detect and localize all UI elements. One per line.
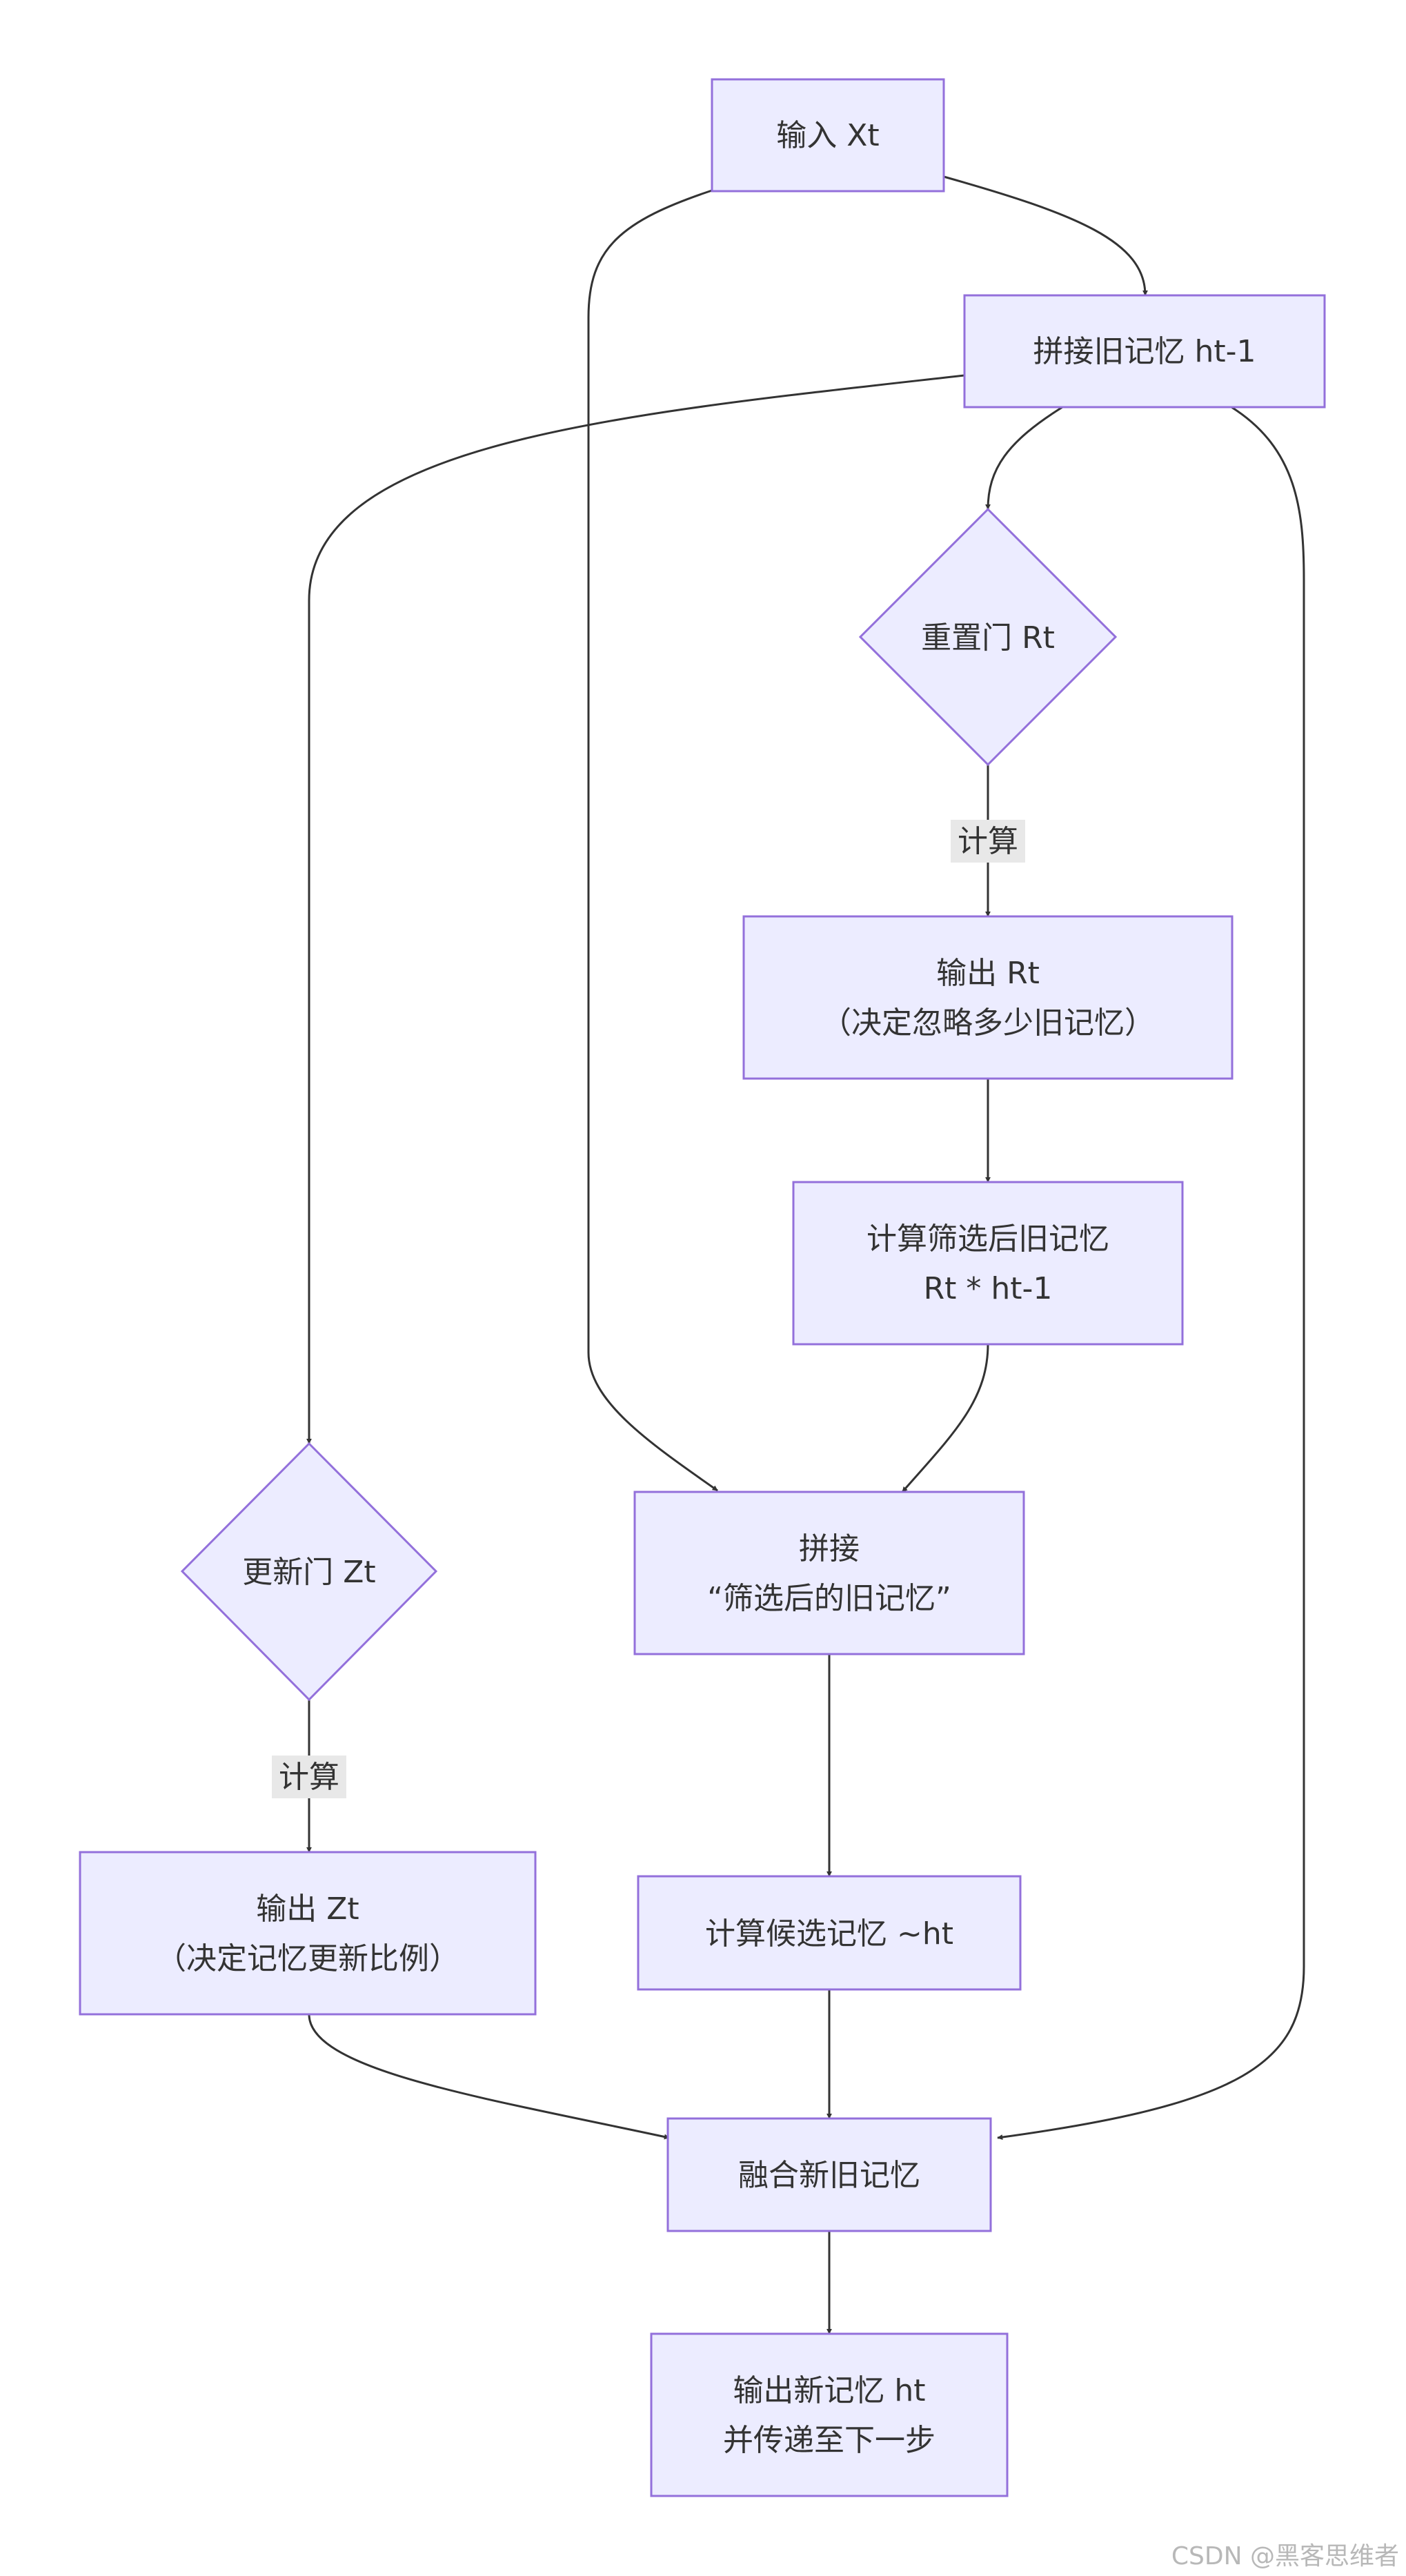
node-label: 并传递至下一步 (723, 2423, 935, 2458)
node-update-gate (180, 1442, 438, 1702)
node-candidate-memory (637, 1875, 1022, 1991)
node-concat-old-memory (963, 294, 1326, 409)
node-label: 重置门 Rt (921, 620, 1055, 656)
node-output-rt (742, 915, 1234, 1080)
edge-filtered-to-concat-filtered (901, 1344, 989, 1493)
node-label: 输入 Xt (776, 118, 879, 153)
edge-concat-old-to-reset-gate (985, 406, 1063, 510)
node-output-ht (650, 2332, 1009, 2497)
node-fuse-memory (666, 2117, 992, 2232)
node-filtered-memory (792, 1181, 1184, 1346)
node-label: Rt * ht-1 (924, 1271, 1053, 1306)
node-label: 计算筛选后旧记忆 (867, 1221, 1109, 1257)
watermark: CSDN @黑客思维者 (1171, 2542, 1399, 2570)
node-label: 拼接旧记忆 ht-1 (1033, 334, 1256, 369)
node-label: 融合新旧记忆 (738, 2158, 920, 2193)
node-concat-filtered (633, 1491, 1025, 1655)
node-label: 更新门 Zt (242, 1555, 375, 1590)
edge-concat-old-to-update-gate (306, 374, 965, 1444)
node-label: 输出新记忆 ht (733, 2373, 925, 2408)
node-label: （决定记忆更新比例） (156, 1941, 459, 1976)
edge-output-zt-to-fuse (308, 2014, 670, 2140)
edge-label-text: 计算 (279, 1760, 339, 1795)
node-input-xt (711, 78, 945, 193)
node-label: 输出 Rt (936, 956, 1040, 991)
edge-concat-old-to-fuse (997, 406, 1305, 2140)
edge-input-to-concat-filtered (587, 189, 718, 1492)
edge-input-to-concat-old (943, 175, 1148, 296)
edge-label-update-compute: 计算 (272, 1756, 346, 1798)
edge-label-text: 计算 (958, 824, 1018, 859)
node-reset-gate (858, 507, 1118, 767)
node-label: 计算候选记忆 ~ht (705, 1916, 953, 1951)
node-output-zt (79, 1851, 537, 2016)
node-label: （决定忽略多少旧记忆） (821, 1005, 1155, 1041)
node-label: 输出 Zt (256, 1891, 359, 1927)
node-label: 拼接 (799, 1531, 860, 1566)
edge-label-reset-compute: 计算 (951, 820, 1025, 863)
node-label: “筛选后的旧记忆” (707, 1581, 951, 1616)
